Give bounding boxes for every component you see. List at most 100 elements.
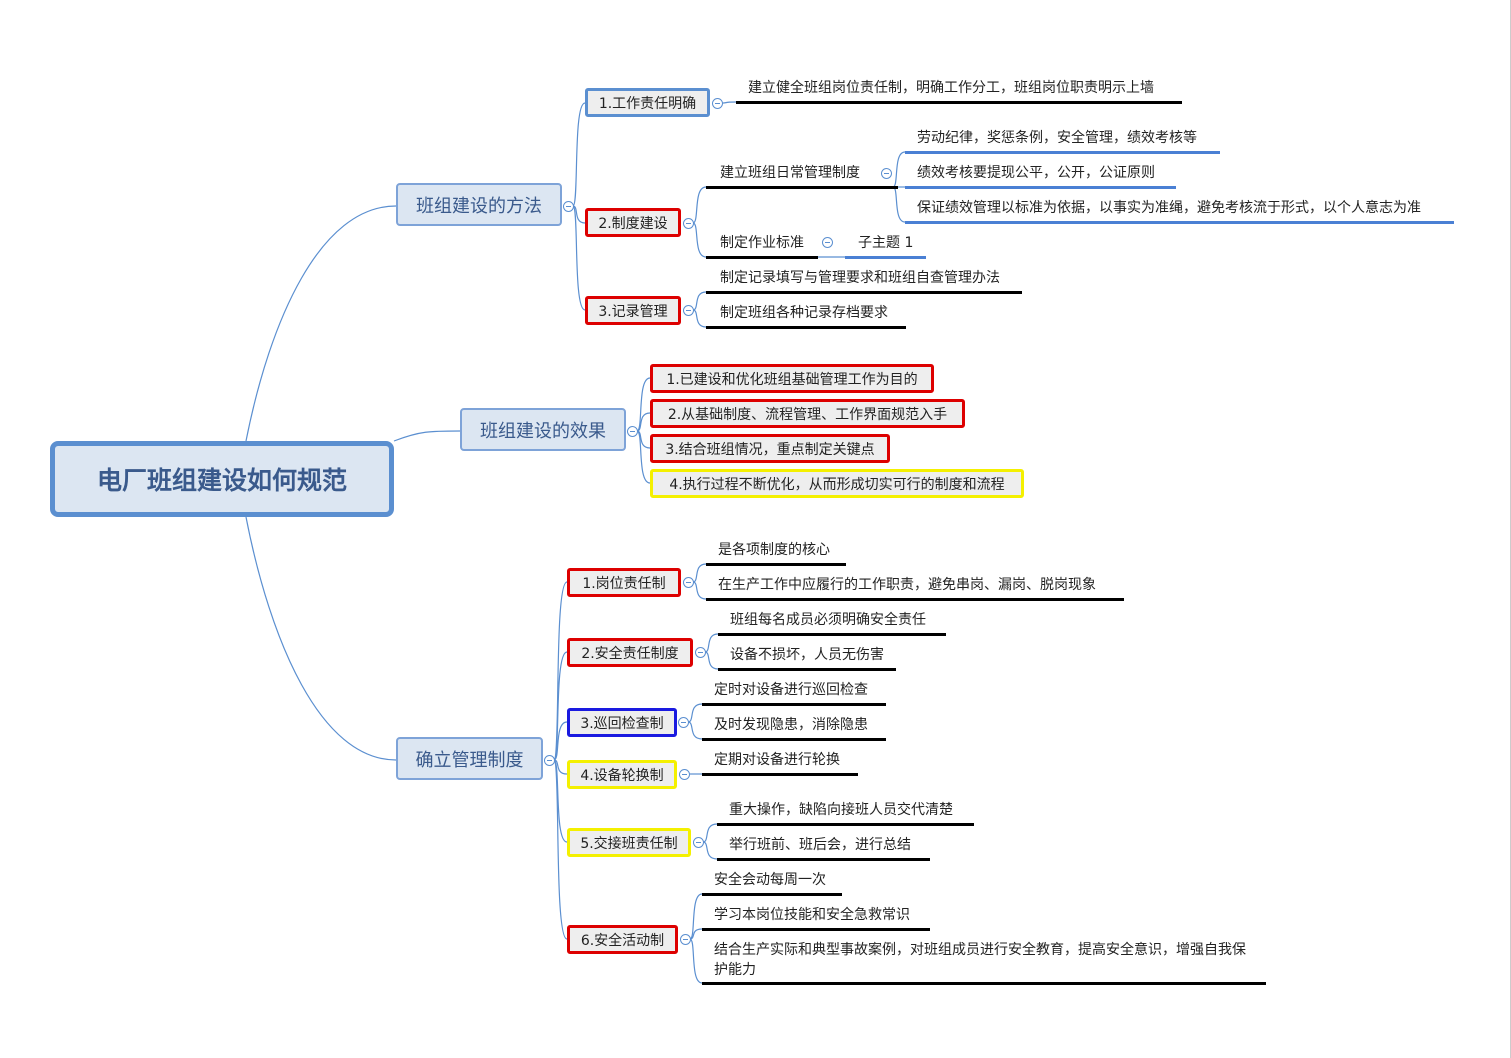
subtopic-post-responsibility[interactable]: 1.岗位责任制	[567, 568, 681, 597]
connector-line	[636, 412, 651, 432]
connector-line	[692, 309, 707, 328]
underline	[706, 598, 1124, 601]
underline	[718, 668, 896, 671]
leaf[interactable]: 在生产工作中应履行的工作职责，避免串岗、漏岗、脱岗现象	[718, 577, 1096, 593]
leaf[interactable]: 制定记录填写与管理要求和班组自查管理办法	[720, 270, 1000, 286]
underline	[736, 101, 1182, 104]
connector-line	[704, 633, 719, 653]
underline	[717, 858, 930, 861]
leaf[interactable]: 定期对设备进行轮换	[714, 752, 840, 768]
leaf[interactable]: 班组每名成员必须明确安全责任	[730, 612, 926, 628]
connector-line	[553, 651, 568, 761]
effect-item[interactable]: 1.已建设和优化班组基础管理工作为目的	[650, 364, 934, 393]
connector-line	[692, 186, 707, 224]
leaf[interactable]: 学习本岗位技能和安全急救常识	[714, 907, 910, 923]
connector-line	[704, 651, 719, 670]
subtopic-safety-responsibility[interactable]: 2.安全责任制度	[567, 638, 693, 667]
connector-line	[692, 222, 707, 258]
connector-line	[553, 721, 568, 761]
collapse-icon[interactable]	[627, 426, 638, 437]
leaf[interactable]: 定时对设备进行巡回检查	[714, 682, 868, 698]
collapse-icon[interactable]	[544, 755, 555, 766]
collapse-icon[interactable]	[679, 769, 690, 780]
connector-line	[892, 186, 906, 223]
underline	[702, 982, 1266, 985]
underline	[905, 221, 1454, 224]
leaf[interactable]: 安全会动每周一次	[714, 872, 826, 888]
connector-line	[692, 563, 707, 583]
subtopic-safety-activity[interactable]: 6.安全活动制	[567, 925, 678, 954]
underline	[706, 326, 906, 329]
collapse-icon[interactable]	[693, 837, 704, 848]
leaf[interactable]: 绩效考核要提现公平，公开，公证原则	[917, 165, 1155, 181]
connector-line	[702, 841, 718, 860]
connector-line	[892, 151, 906, 188]
underline	[706, 256, 818, 259]
topic-effects[interactable]: 班组建设的效果	[460, 408, 626, 451]
subtopic-work-responsibility[interactable]: 1.工作责任明确	[585, 88, 710, 117]
collapse-icon[interactable]	[683, 218, 694, 229]
subtopic-record-management[interactable]: 3.记录管理	[585, 296, 681, 325]
effect-item[interactable]: 2.从基础制度、流程管理、工作界面规范入手	[650, 399, 965, 428]
collapse-icon[interactable]	[678, 717, 689, 728]
leaf[interactable]: 劳动纪律，奖惩条例，安全管理，绩效考核等	[917, 130, 1197, 146]
underline	[706, 563, 846, 566]
leaf[interactable]: 子主题 1	[858, 235, 914, 251]
effect-item[interactable]: 3.结合班组情况，重点制定关键点	[650, 434, 890, 463]
underline	[702, 738, 886, 741]
subtopic-shift-handover[interactable]: 5.交接班责任制	[567, 828, 691, 857]
connector-line	[689, 928, 703, 940]
leaf[interactable]: 及时发现隐患，消除隐患	[714, 717, 868, 733]
leaf[interactable]: 结合生产实际和典型事故案例，对班组成员进行安全教育，提高安全意识，增强自我保护能…	[714, 942, 1246, 978]
effect-item[interactable]: 4.执行过程不断优化，从而形成切实可行的制度和流程	[650, 469, 1024, 498]
subtopic-equipment-rotation[interactable]: 4.设备轮换制	[567, 760, 677, 789]
connector-line	[687, 721, 703, 740]
collapse-icon[interactable]	[822, 237, 833, 248]
underline	[706, 291, 1022, 294]
connector-line	[689, 938, 703, 984]
underline	[845, 256, 926, 259]
underline	[702, 893, 842, 896]
leaf[interactable]: 建立健全班组岗位责任制，明确工作分工，班组岗位职责明示上墙	[748, 80, 1154, 96]
collapse-icon[interactable]	[683, 305, 694, 316]
subtopic-system-building[interactable]: 2.制度建设	[585, 208, 681, 237]
collapse-icon[interactable]	[563, 201, 574, 212]
underline	[718, 633, 946, 636]
connector-line	[636, 430, 651, 484]
connector-line	[689, 893, 703, 940]
underline	[702, 773, 858, 776]
leaf[interactable]: 是各项制度的核心	[718, 542, 830, 558]
leaf[interactable]: 重大操作，缺陷向接班人员交代清楚	[729, 802, 953, 818]
topic-rules[interactable]: 确立管理制度	[396, 737, 543, 780]
connector-line	[393, 430, 461, 442]
root-topic[interactable]: 电厂班组建设如何规范	[50, 441, 394, 517]
leaf[interactable]: 设备不损坏，人员无伤害	[730, 647, 884, 663]
collapse-icon[interactable]	[680, 934, 691, 945]
connector-line	[245, 205, 397, 442]
underline	[717, 823, 974, 826]
leaf[interactable]: 举行班前、班后会，进行总结	[729, 837, 911, 853]
connector-line	[721, 101, 737, 104]
underline	[905, 186, 1176, 189]
collapse-icon[interactable]	[881, 168, 892, 179]
leaf[interactable]: 保证绩效管理以标准为依据，以事实为准绳，避免考核流于形式，以个人意志为准	[917, 200, 1421, 216]
connector-line	[572, 102, 586, 207]
connector-line	[687, 703, 703, 723]
topic-methods[interactable]: 班组建设的方法	[396, 183, 562, 226]
underline	[702, 703, 886, 706]
connector-line	[692, 291, 707, 311]
leaf[interactable]: 制定班组各种记录存档要求	[720, 305, 888, 321]
connector-line	[572, 205, 586, 311]
collapse-icon[interactable]	[683, 577, 694, 588]
leaf-daily-management[interactable]: 建立班组日常管理制度	[720, 165, 860, 181]
collapse-icon[interactable]	[695, 647, 706, 658]
subtopic-patrol-inspection[interactable]: 3.巡回检查制	[567, 708, 677, 737]
underline	[706, 186, 898, 189]
collapse-icon[interactable]	[712, 98, 723, 109]
underline	[702, 928, 930, 931]
connector-line	[553, 759, 568, 940]
connector-line	[692, 581, 707, 600]
leaf-work-standard[interactable]: 制定作业标准	[720, 235, 804, 251]
